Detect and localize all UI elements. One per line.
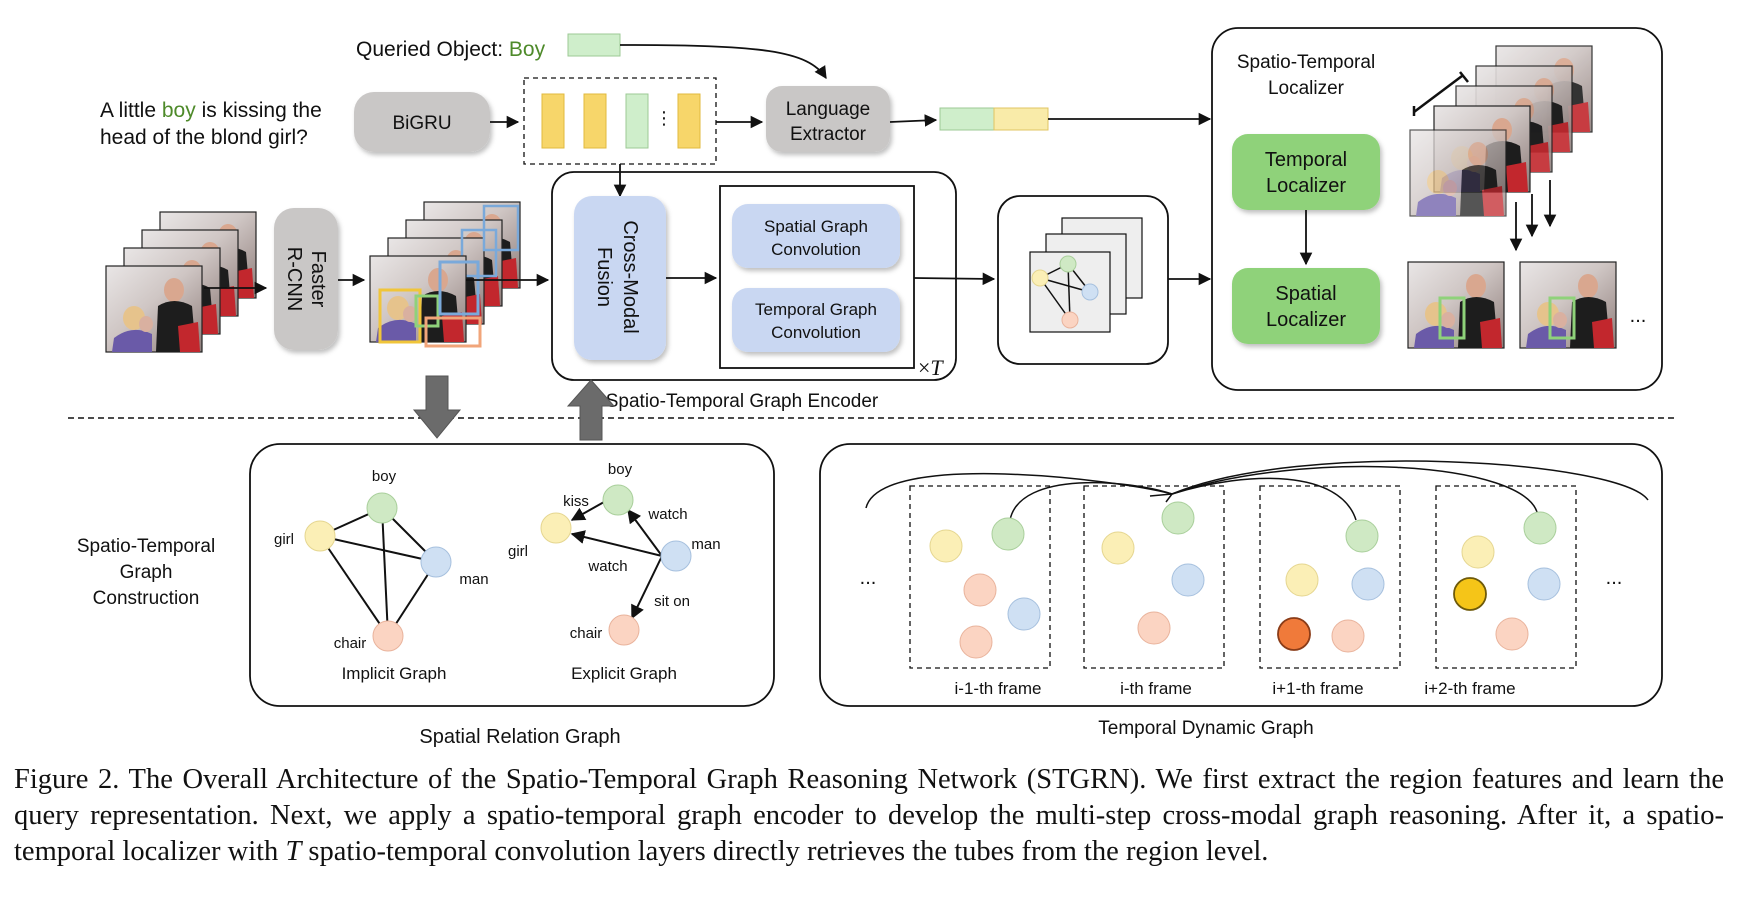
frame-1-nodes — [929, 517, 1041, 659]
implicit-node-boy: boy — [372, 468, 397, 485]
faster-rcnn-module — [274, 208, 338, 350]
explicit-node-boy: boy — [608, 461, 633, 478]
temporal-graph-convolution-module — [732, 288, 900, 352]
frame-4-nodes — [1453, 511, 1561, 651]
word-feature-4 — [677, 93, 701, 149]
temporal-graph-conv-label-2: Convolution — [771, 323, 861, 342]
bigru-label: BiGRU — [392, 113, 451, 134]
query-sentence-line2: head of the blond girl? — [100, 126, 308, 149]
temporal-dynamic-graph-caption: Temporal Dynamic Graph — [1098, 718, 1313, 739]
frame-3-nodes — [1277, 519, 1385, 653]
query-feature-yellow — [993, 107, 1049, 131]
query-sentence-line1: A little boy is kissing the — [100, 99, 322, 122]
spatial-graph-convolution-module — [732, 204, 900, 268]
region-proposal-frames — [369, 201, 521, 348]
word-feature-3 — [625, 93, 649, 149]
spatio-temporal-localizer — [1211, 27, 1663, 391]
graph-output-stack — [1029, 217, 1143, 333]
explicit-edge-sit-on: sit on — [654, 593, 690, 610]
language-extractor-label-2: Extractor — [790, 124, 867, 145]
architecture-diagram: Queried Object: Boy A little boy is kiss… — [68, 27, 1676, 748]
faster-rcnn-label-1: Faster — [307, 251, 329, 308]
query-to-extractor-arrow — [619, 44, 827, 80]
cross-modal-fusion-module — [574, 196, 666, 360]
input-video-frames — [105, 211, 257, 353]
frame-label-2: i-th frame — [1120, 679, 1192, 698]
word-feature-ellipsis: ⋮ — [655, 108, 673, 128]
implicit-graph — [304, 492, 452, 652]
explicit-edge-kiss: kiss — [563, 493, 589, 510]
cross-modal-fusion-label-2: Fusion — [593, 247, 615, 307]
query-feature-green — [939, 107, 995, 131]
spatial-graph-conv-label-2: Convolution — [771, 240, 861, 259]
frame-label-4: i+2-th frame — [1424, 679, 1515, 698]
frame-2-nodes — [1101, 501, 1205, 645]
language-extractor-module — [766, 86, 890, 152]
temporal-localizer-module — [1232, 134, 1380, 210]
implicit-graph-title: Implicit Graph — [342, 664, 447, 683]
spatial-localizer-label-1: Spatial — [1275, 283, 1336, 305]
temporal-localizer-label-2: Localizer — [1266, 175, 1346, 197]
explicit-graph — [540, 484, 692, 646]
frame-label-3: i+1-th frame — [1272, 679, 1363, 698]
localizer-title-1: Spatio-Temporal — [1237, 52, 1375, 73]
encoder-label: Spatio-Temporal Graph Encoder — [606, 391, 879, 412]
spatial-graph-conv-label-1: Spatial Graph — [764, 217, 868, 236]
explicit-node-chair: chair — [570, 625, 603, 642]
up-big-arrow — [566, 379, 616, 441]
graph-output-box — [997, 195, 1169, 365]
localizer-title-2: Localizer — [1268, 78, 1345, 99]
frame-box-1 — [909, 485, 1051, 669]
temporal-localizer-label-1: Temporal — [1265, 149, 1347, 171]
temporal-segment-frames — [1409, 45, 1593, 217]
encoder-to-graph-arrow — [913, 272, 996, 286]
explicit-node-man: man — [691, 536, 720, 553]
frame-label-1: i-1-th frame — [955, 679, 1042, 698]
spatial-localizer-module — [1232, 268, 1380, 344]
extractor-to-feature-arrow — [889, 114, 938, 127]
bigru-module — [354, 92, 490, 152]
queried-object-feature — [567, 33, 621, 57]
repeat-times-label: ×T — [918, 355, 944, 380]
queried-object-label: Queried Object: Boy — [356, 38, 546, 61]
word-feature-1 — [541, 93, 565, 149]
spatial-relation-graph-caption: Spatial Relation Graph — [419, 726, 620, 748]
explicit-edge-watch-1: watch — [647, 506, 687, 523]
frame-box-2 — [1083, 485, 1225, 669]
figure-caption: Figure 2. The Overall Architecture of th… — [14, 764, 1724, 867]
cross-modal-fusion-label-1: Cross-Modal — [619, 220, 641, 333]
language-extractor-label-1: Language — [786, 99, 871, 120]
implicit-node-chair: chair — [334, 635, 367, 652]
implicit-node-man: man — [459, 571, 488, 588]
construction-label-2: Graph — [120, 562, 173, 583]
spatial-relation-graph-box — [249, 443, 775, 707]
temporal-dynamic-graph-box — [819, 443, 1663, 707]
output-tube-frame-2 — [1519, 261, 1617, 349]
frame-box-3 — [1259, 485, 1401, 669]
down-big-arrow — [412, 375, 462, 439]
temporal-edges — [865, 460, 1649, 521]
temporal-graph-conv-label-1: Temporal Graph — [755, 300, 877, 319]
explicit-graph-title: Explicit Graph — [571, 664, 677, 683]
explicit-node-girl: girl — [508, 543, 528, 560]
temporal-left-ellipsis: ... — [860, 567, 877, 589]
tube-ellipsis: ... — [1630, 305, 1647, 327]
output-tube-frame-1 — [1407, 261, 1505, 349]
graph-convolution-stack — [719, 185, 915, 369]
word-feature-2 — [583, 93, 607, 149]
spatial-localizer-label-2: Localizer — [1266, 309, 1346, 331]
construction-label-3: Construction — [93, 588, 200, 609]
temporal-right-ellipsis: ... — [1606, 567, 1623, 589]
frame-box-4 — [1435, 485, 1577, 669]
implicit-node-girl: girl — [274, 531, 294, 548]
explicit-edge-watch-2: watch — [587, 558, 627, 575]
construction-label-1: Spatio-Temporal — [77, 536, 215, 557]
faster-rcnn-label-2: R-CNN — [283, 247, 305, 311]
spatio-temporal-graph-encoder — [551, 171, 957, 381]
